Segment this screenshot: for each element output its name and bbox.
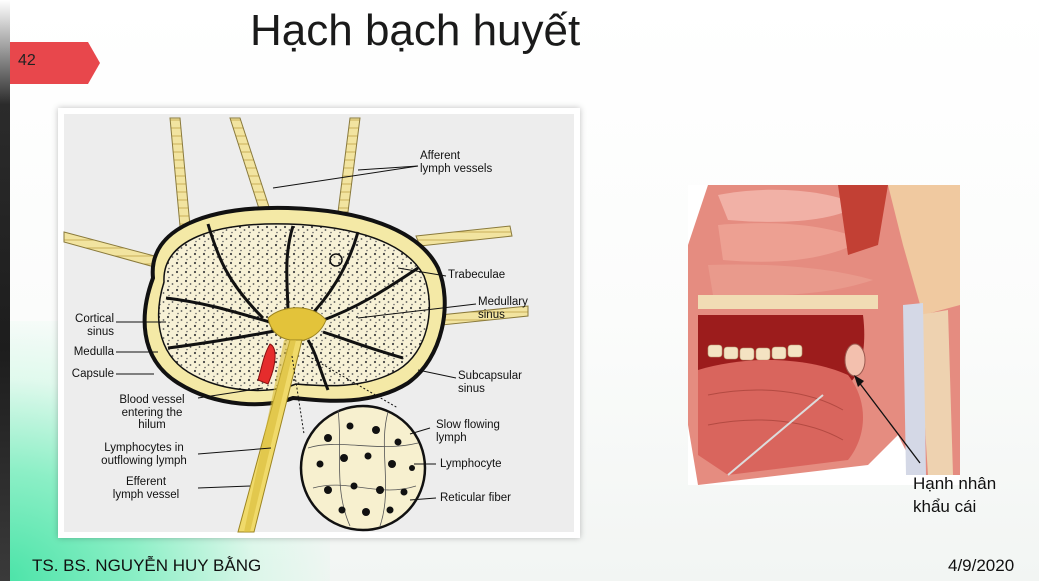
lymph-node-illustration — [63, 114, 574, 533]
trabeculae-label: Trabeculae — [448, 269, 506, 281]
oral-cavity-illustration — [688, 185, 960, 485]
blood-vessel-label: Blood vessel entering the hilum — [119, 394, 185, 431]
oral-cavity-drawing — [688, 185, 960, 485]
slide-title: Hạch bạch huyết — [250, 6, 581, 55]
lymph-node-diagram: Afferent lymph vessels Trabeculae Medull… — [58, 108, 580, 538]
subcapsular-sinus-label: Subcapsular sinus — [458, 370, 522, 395]
lymphocytes-outflowing-label: Lymphocytes in outflowing lymph — [101, 442, 187, 467]
medulla-label: Medulla — [73, 346, 114, 358]
slide-number-badge: 42 — [10, 42, 100, 84]
slow-flowing-lymph-label: Slow flowing lymph — [436, 419, 500, 444]
footer-author: TS. BS. NGUYỄN HUY BẰNG — [32, 556, 262, 575]
lymphocyte-label: Lymphocyte — [440, 458, 502, 470]
palatine-tonsil-label: Hạnh nhân khẩu cái — [913, 474, 997, 516]
slide-number: 42 — [18, 52, 36, 69]
medullary-sinus-label: Medullary sinus — [478, 296, 528, 321]
reticular-fiber-label: Reticular fiber — [440, 492, 511, 504]
capsule-label: Capsule — [71, 368, 114, 380]
cortical-sinus-label: Cortical sinus — [75, 313, 114, 338]
afferent-vessels-label: Afferent lymph vessels — [420, 150, 493, 175]
left-edge-strip — [0, 0, 10, 581]
footer-date: 4/9/2020 — [948, 556, 1015, 575]
badge-arrow-shape — [10, 42, 100, 84]
efferent-vessel-label: Efferent lymph vessel — [112, 476, 180, 501]
